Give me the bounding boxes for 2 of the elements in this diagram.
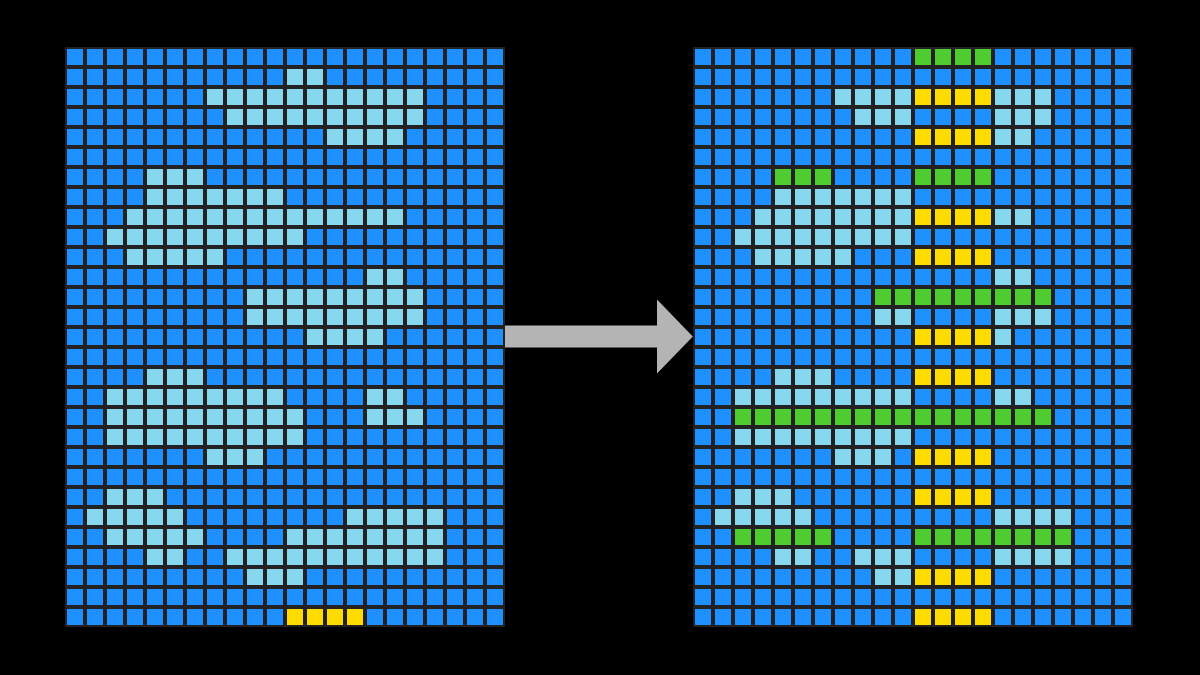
- grid-drawing: [65, 47, 505, 627]
- grid-drawing: [693, 47, 1133, 627]
